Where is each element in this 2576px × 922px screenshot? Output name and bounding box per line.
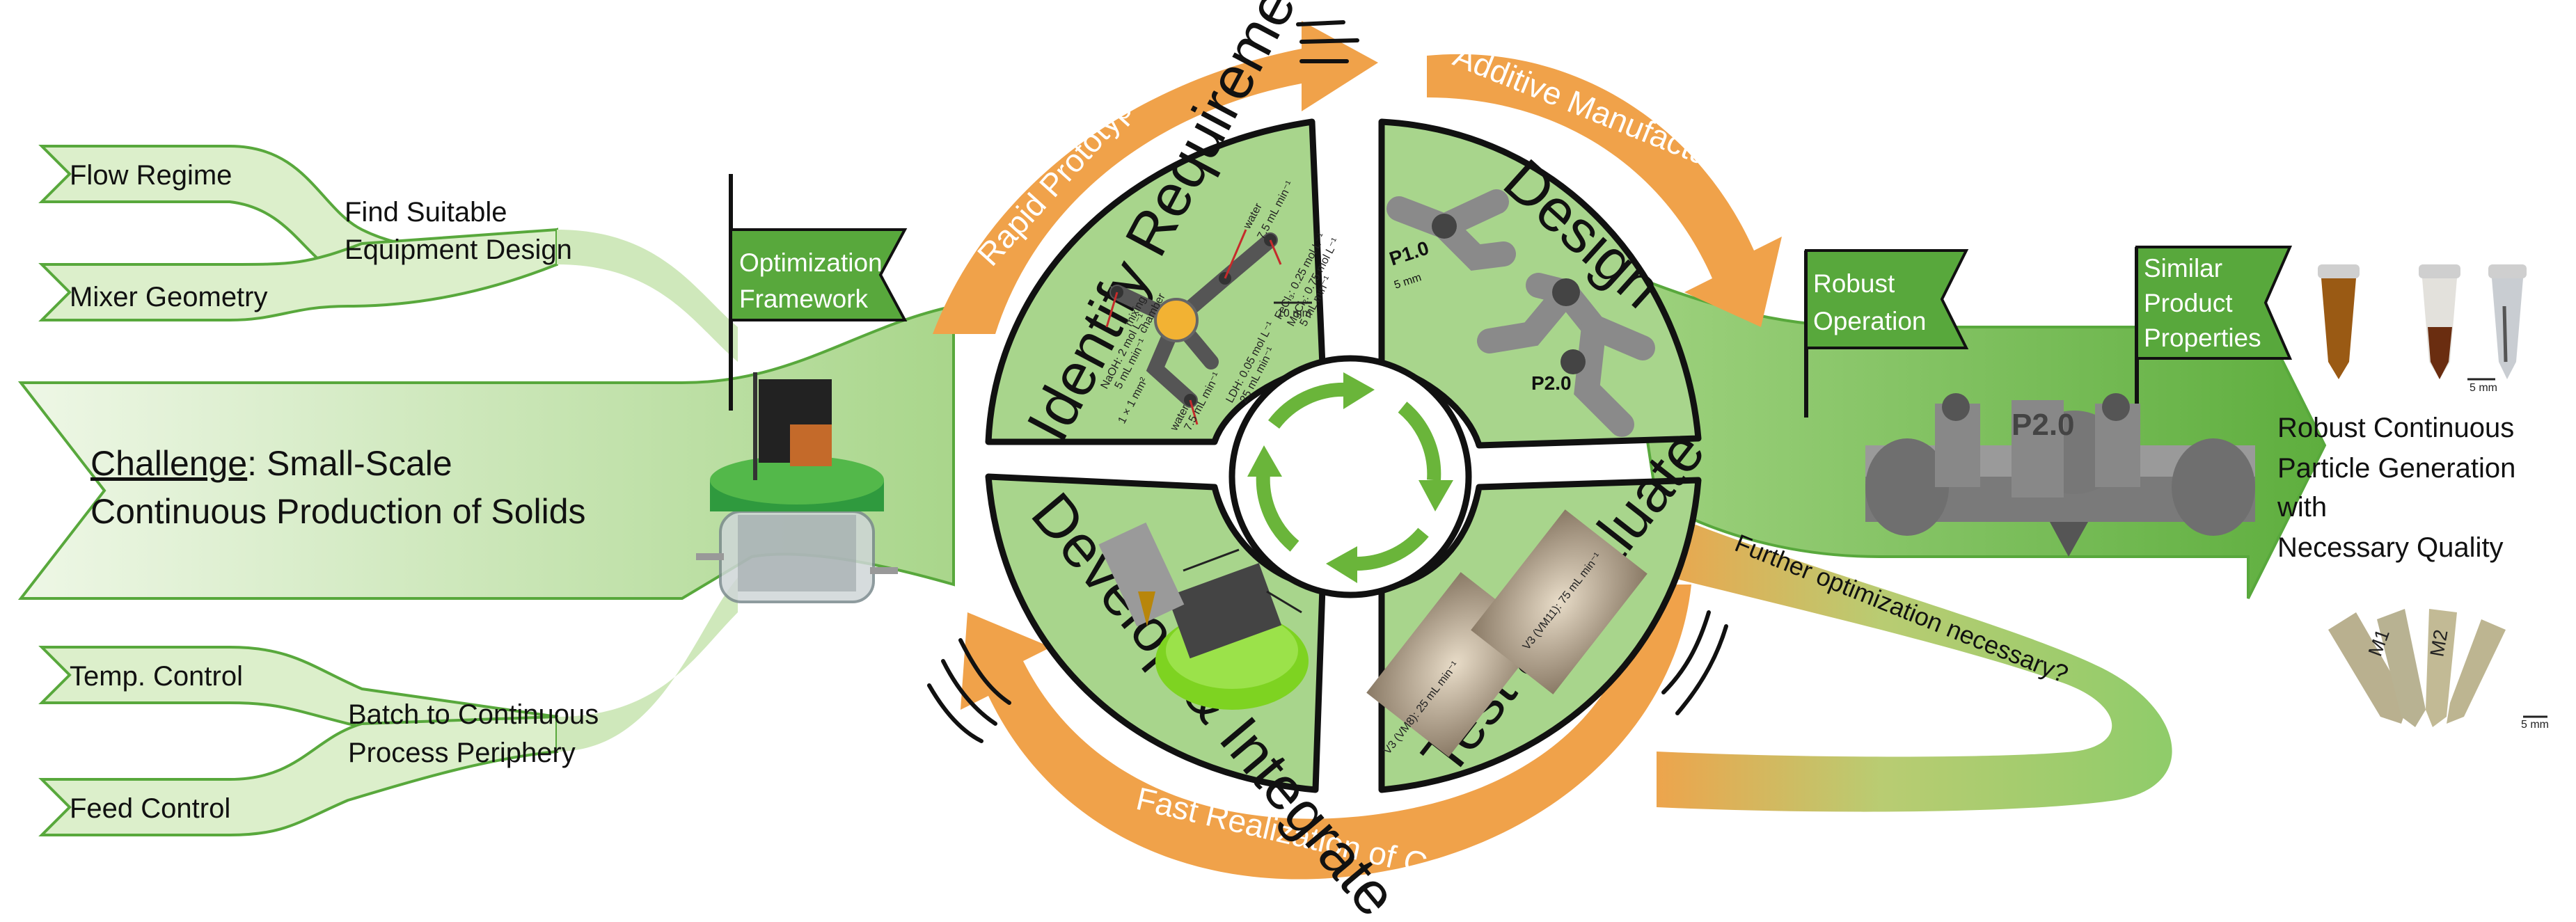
svg-text:Challenge: Small-Scale: Challenge: Small-Scale	[90, 444, 452, 483]
scale-bottom: 5 mm	[2521, 719, 2549, 731]
flow-regime-label: Flow Regime	[70, 160, 232, 191]
tube-m2: M2	[2426, 628, 2451, 658]
feed-control-label: Feed Control	[70, 793, 230, 824]
input-arrows	[38, 145, 738, 836]
batch-line2: Process Periphery	[348, 738, 576, 768]
challenge-prefix: Challenge	[90, 444, 247, 483]
develop-device	[1098, 522, 1309, 710]
batch-line1: Batch to Continuous	[348, 699, 599, 730]
similar-line3: Properties	[2144, 324, 2261, 352]
challenge-text: Challenge: Small-Scale Continuous Produc…	[90, 444, 586, 531]
similar-line1: Similar	[2144, 254, 2222, 283]
flag-robust: Robust Operation	[1804, 249, 1969, 418]
flag-similar: Similar Product Properties	[2135, 246, 2293, 424]
central-wheel: Identify Requirements Design Develop & I…	[985, 0, 1718, 922]
p20-model: P2.0	[1865, 393, 2255, 557]
optimization-line1: Optimization	[739, 248, 883, 277]
output-line4: Necessary Quality	[2277, 532, 2504, 563]
segment-develop	[985, 473, 1326, 793]
robust-line1: Robust	[1813, 269, 1895, 298]
optimization-line2: Framework	[739, 285, 869, 313]
temp-control-label: Temp. Control	[70, 661, 243, 692]
find-equipment-line2: Equipment Design	[345, 235, 572, 265]
batch-reactor	[696, 174, 898, 603]
sample-vials: 5 mm M1 M2 5 mm	[2318, 264, 2549, 731]
mixer-geometry-label: Mixer Geometry	[70, 282, 268, 312]
feedback-loop-band	[1643, 515, 2172, 812]
flag-optimization: Optimization Framework	[729, 228, 908, 321]
challenge-line1: : Small-Scale	[247, 444, 452, 483]
p20-label: P2.0	[1531, 372, 1572, 394]
output-line1: Robust Continuous	[2277, 413, 2514, 443]
similar-line2: Product	[2144, 289, 2233, 317]
input-labels: Flow Regime Mixer Geometry Find Suitable…	[70, 160, 599, 824]
output-text: Robust Continuous Particle Generation wi…	[2277, 413, 2515, 563]
output-line3: with	[2277, 492, 2327, 523]
test-photos: V3 (VM8): 25 mL min⁻¹ V3 (VM11): 75 mL m…	[1366, 509, 1647, 757]
identify-scale: 10 mm	[1277, 308, 1311, 319]
output-line2: Particle Generation	[2277, 453, 2515, 484]
p20-model-label: P2.0	[2012, 408, 2075, 442]
find-equipment-line1: Find Suitable	[345, 197, 507, 228]
scale-top: 5 mm	[2470, 382, 2497, 394]
segment-identify	[985, 118, 1326, 445]
challenge-line2: Continuous Production of Solids	[90, 492, 586, 531]
robust-line2: Operation	[1813, 307, 1927, 335]
motion-lines	[927, 20, 1728, 743]
